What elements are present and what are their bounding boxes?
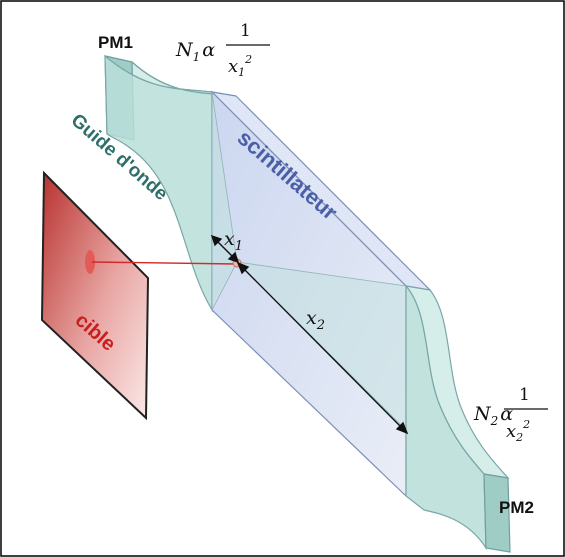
svg-text:x2: x2 — [306, 307, 325, 333]
distance-x2-label: x2 — [306, 307, 325, 333]
svg-text:x1: x1 — [224, 228, 243, 254]
distance-x1-arrow — [210, 234, 240, 264]
svg-text:N1α: N1α — [175, 39, 215, 64]
beam-spot — [85, 250, 95, 274]
pm1-label: PM1 — [98, 33, 133, 52]
distance-x2-arrow — [236, 261, 409, 435]
svg-text:x12: x12 — [228, 53, 252, 79]
distance-x1-label: x1 — [224, 228, 243, 254]
svg-text:x22: x22 — [506, 418, 530, 444]
svg-text:1: 1 — [240, 21, 251, 41]
pm2-label: PM2 — [499, 498, 534, 517]
light-guide-bottom — [404, 284, 511, 553]
target-plate — [40, 170, 150, 421]
beam-line — [91, 261, 237, 265]
svg-text:1: 1 — [519, 385, 530, 405]
